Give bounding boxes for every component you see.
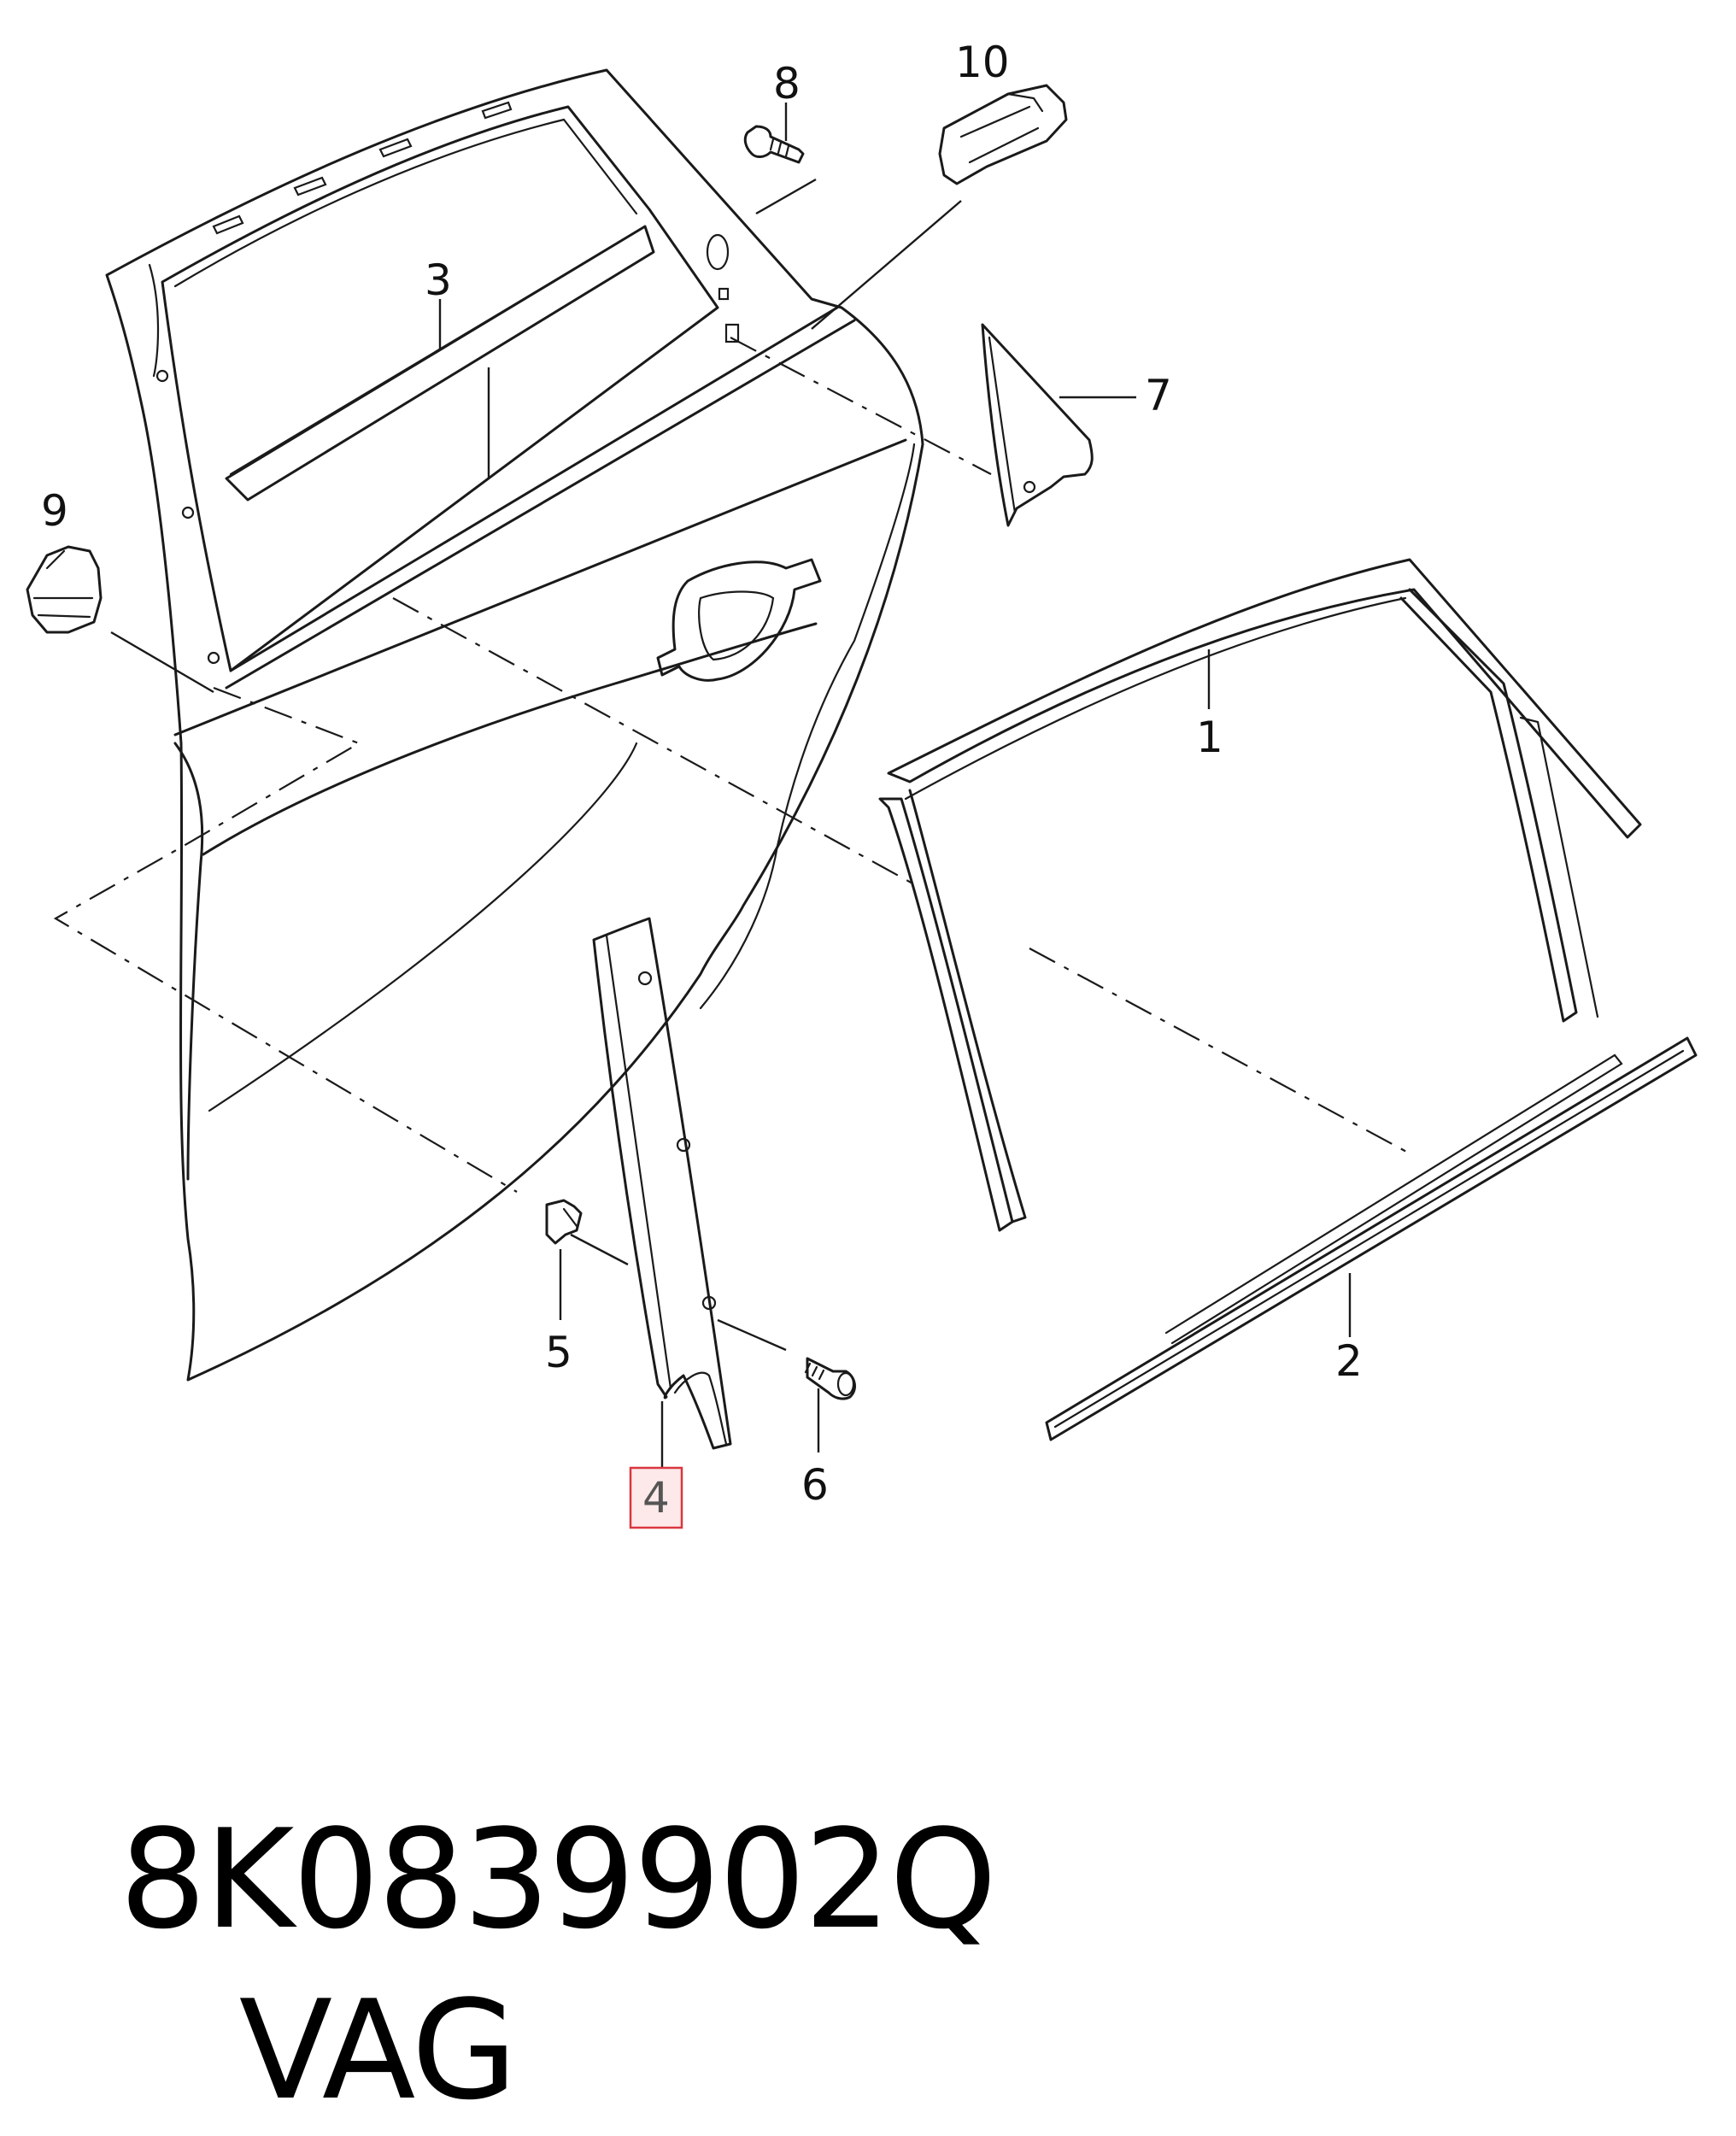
callout-4-highlight-box [629,1466,683,1529]
brand-name: VAG [238,1970,518,2130]
leader-lines [110,103,1352,1470]
part-number-caption: 8K0839902Q VAG [36,1623,997,2130]
part-8-bolt [743,125,805,164]
part-9-bracket [26,545,103,634]
door-body [105,68,924,1382]
assembly-lines [53,337,1410,1193]
callout-4: 4 [642,1473,670,1523]
parts-diagram: 1 2 3 4 5 6 7 8 9 10 [26,38,1698,1529]
callout-6: 6 [801,1460,829,1510]
part-10-handle-bracket [938,84,1068,185]
callout-5: 5 [545,1328,572,1377]
callout-7: 7 [1145,371,1172,420]
part-7-corner-cover [981,323,1094,527]
callout-3: 3 [425,255,452,305]
callout-2: 2 [1335,1336,1363,1386]
part-5-clip [545,1199,583,1245]
part-1-frame-seal [878,558,1642,1232]
callout-8: 8 [773,59,801,109]
part-4-pillar-trim [592,917,732,1450]
callout-9: 9 [41,486,68,536]
part-number: 8K0839902Q [119,1799,997,1959]
part-2-lower-seal [1045,1036,1698,1441]
callout-1: 1 [1196,713,1223,762]
part-6-screw [804,1357,856,1400]
callout-10: 10 [955,38,1010,87]
callouts: 1 2 3 4 5 6 7 8 9 10 [41,38,1363,1529]
part-3-window-strip [225,225,655,502]
